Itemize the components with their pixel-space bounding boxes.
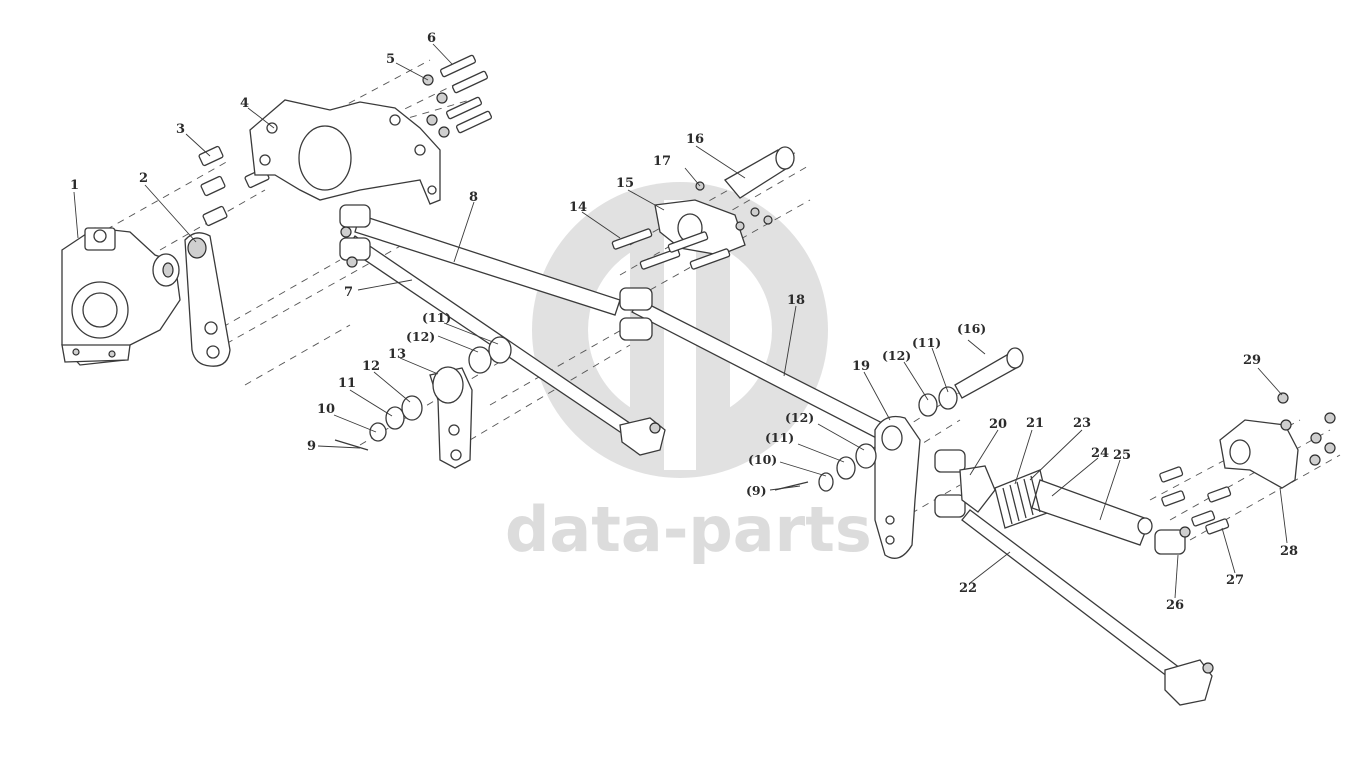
callout-11-paren: (11) [422, 310, 451, 325]
callout-11-paren-lower: (11) [765, 430, 794, 445]
callout-19: 19 [852, 359, 870, 374]
callout-29: 29 [1243, 353, 1261, 368]
callout-9-paren: (9) [746, 483, 767, 498]
callout-labels: 1 2 3 4 5 6 7 8 9 10 11 12 13 (11) (12) … [70, 31, 1298, 613]
callout-21: 21 [1026, 416, 1044, 431]
axis-line [214, 234, 421, 351]
callout-15: 15 [616, 176, 634, 191]
bolts-6 [440, 54, 492, 134]
callout-23: 23 [1073, 416, 1091, 431]
lower-tie-rod-22 [961, 509, 1214, 706]
axis-line [899, 484, 961, 521]
idler-arm-set [334, 336, 512, 469]
callout-20: 20 [989, 417, 1007, 432]
bolts-27 [1159, 466, 1232, 535]
callout-12-paren-right: (12) [882, 348, 911, 363]
nuts-29 [1277, 392, 1336, 466]
callout-17: 17 [653, 154, 671, 169]
power-cylinder [934, 449, 1191, 555]
axis-line [489, 324, 631, 406]
callout-8: 8 [469, 190, 478, 205]
callout-12-paren-lower: (12) [785, 410, 814, 425]
callout-12: 12 [362, 359, 380, 374]
callout-11: 11 [338, 376, 356, 391]
callout-25: 25 [1113, 448, 1131, 463]
callout-10-paren: (10) [748, 452, 777, 467]
callout-14: 14 [569, 200, 587, 215]
nuts-5 [422, 74, 450, 138]
callout-24: 24 [1091, 446, 1109, 461]
steering-arm-19 [874, 415, 921, 559]
callout-10: 10 [317, 402, 335, 417]
ball-joint-7 [619, 417, 666, 456]
callout-16: 16 [686, 132, 704, 147]
bellows-21 [1002, 475, 1041, 525]
callout-12-paren: (12) [406, 329, 435, 344]
middle-bracket [611, 146, 795, 270]
axis-line [469, 344, 631, 441]
right-bracket-28 [1219, 419, 1299, 489]
watermark-brand-text: data-parts [505, 493, 872, 566]
axis-line [244, 324, 351, 386]
axis-line [1169, 429, 1331, 521]
callout-28: 28 [1280, 544, 1298, 559]
callout-13: 13 [388, 347, 406, 362]
callout-6: 6 [427, 31, 436, 46]
watermark: data-parts [505, 182, 872, 566]
callout-11-paren-right: (11) [912, 335, 941, 350]
callout-7: 7 [344, 285, 353, 300]
leader-lines [73, 43, 1288, 599]
gear-bracket [249, 99, 441, 205]
callout-1: 1 [70, 178, 79, 193]
callout-22: 22 [959, 581, 977, 596]
callout-27: 27 [1226, 573, 1244, 588]
callout-3: 3 [176, 122, 185, 137]
right-washers [774, 347, 1024, 492]
callout-18: 18 [787, 293, 805, 308]
callout-9: 9 [307, 439, 316, 454]
callout-4: 4 [240, 96, 249, 111]
callout-16-paren: (16) [957, 321, 986, 336]
callout-5: 5 [386, 52, 395, 67]
steering-gear-box [61, 227, 181, 366]
callout-26: 26 [1166, 598, 1184, 613]
callout-2: 2 [139, 171, 148, 186]
pitman-arm [184, 232, 231, 367]
